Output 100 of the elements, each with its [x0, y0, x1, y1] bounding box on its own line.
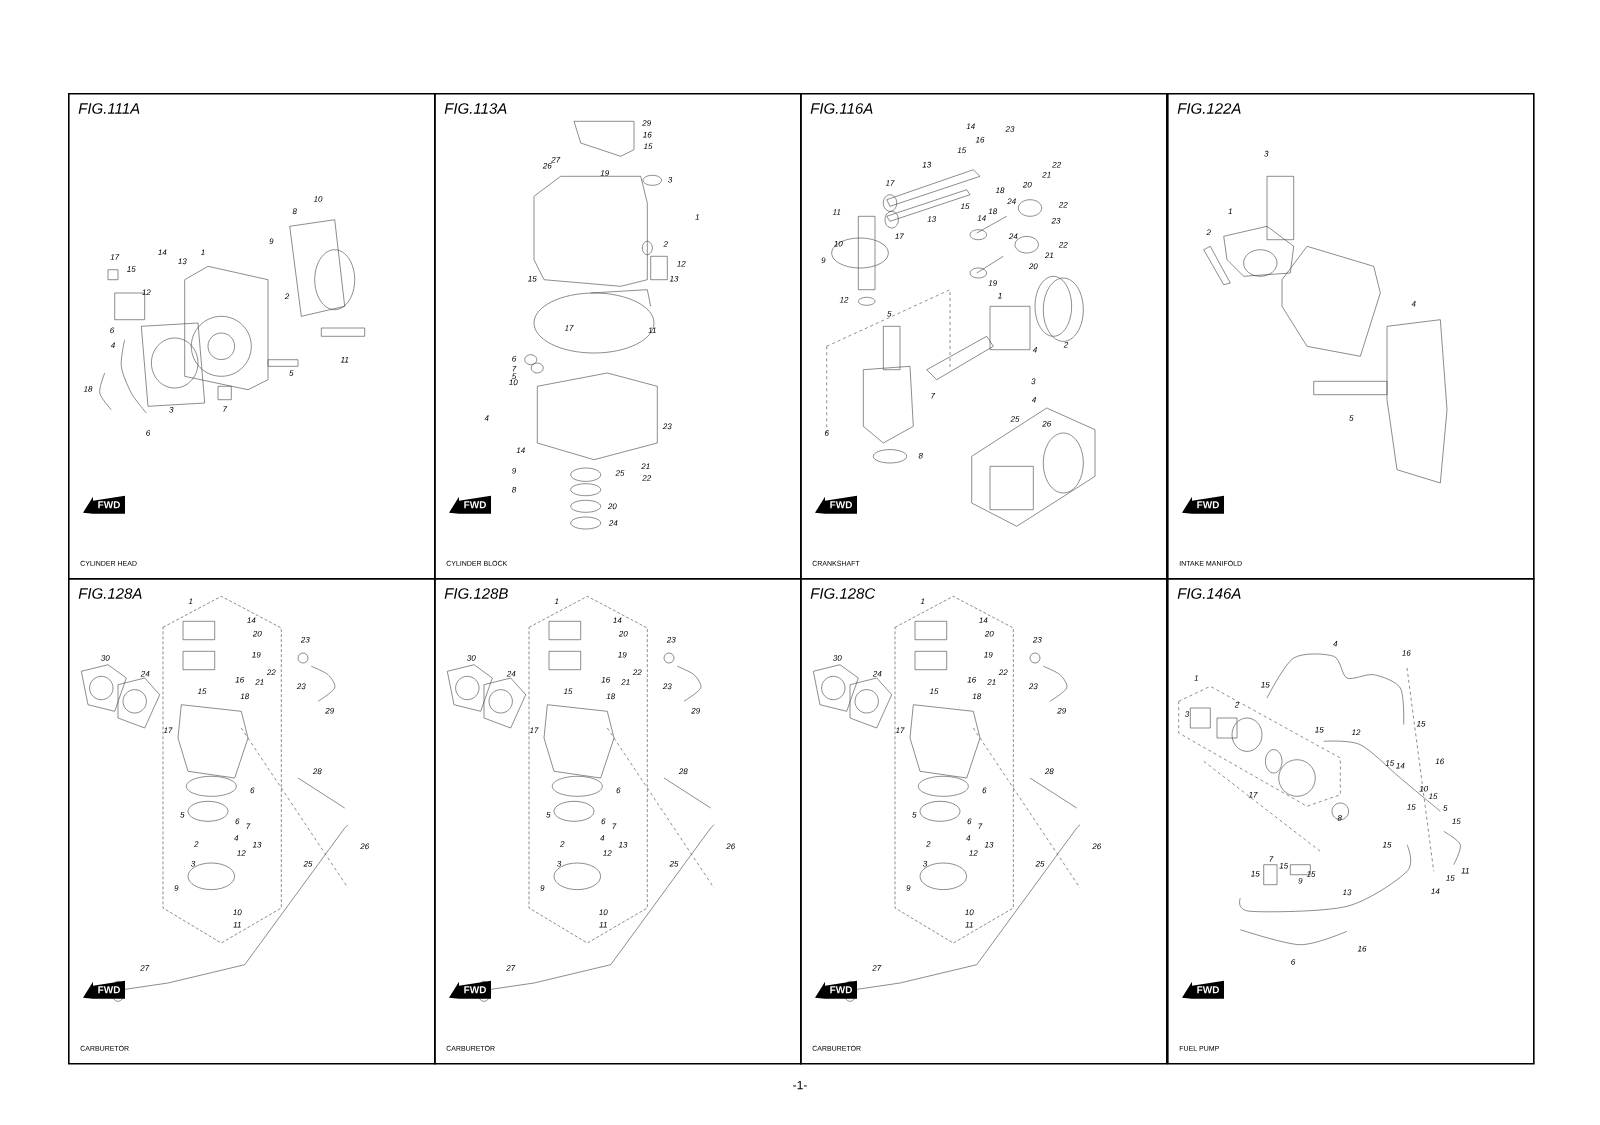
- callout-number: 15: [957, 147, 967, 154]
- callout-number: 20: [1022, 181, 1032, 188]
- callout-number: 5: [1349, 415, 1354, 421]
- callout-number: 2: [1234, 701, 1240, 708]
- callout-number: 2: [194, 841, 199, 847]
- callout-number: 6: [146, 430, 151, 436]
- callout-number: 15: [1446, 875, 1455, 881]
- callout-number: 8: [918, 452, 923, 459]
- callout-number: 6: [110, 327, 115, 334]
- callout-number: 15: [643, 143, 653, 150]
- callout-number: 4: [600, 835, 605, 841]
- callout-number: 12: [969, 850, 978, 856]
- callout-number: 18: [606, 693, 616, 700]
- callout-number: 16: [1435, 758, 1445, 765]
- callout-number: 27: [872, 965, 882, 971]
- callout-number: 25: [1035, 860, 1045, 867]
- callout-number: 6: [967, 818, 972, 825]
- callout-number: 7: [246, 823, 251, 830]
- callout-number: 5: [289, 370, 294, 376]
- callout-number: 17: [163, 727, 173, 734]
- callout-number: 10: [509, 379, 518, 386]
- callout-number: 5: [546, 811, 551, 818]
- callout-number: 9: [540, 885, 545, 891]
- callout-number: 27: [140, 965, 150, 971]
- callout-number: 13: [618, 841, 628, 848]
- callout-number: 14: [1431, 888, 1440, 895]
- callout-number: 30: [833, 655, 842, 661]
- callout-number: 30: [467, 655, 476, 661]
- callout-number: 7: [512, 365, 517, 372]
- callout-number: 17: [895, 233, 904, 240]
- callout-number: 4: [484, 415, 489, 421]
- callout-number: 18: [988, 208, 998, 215]
- callout-number: 2: [926, 841, 931, 847]
- callout-number: 19: [600, 170, 609, 176]
- callout-number: 17: [1248, 791, 1258, 798]
- callout-number: 17: [110, 254, 120, 260]
- callout-number: 3: [923, 860, 928, 867]
- callout-number: 1: [554, 598, 559, 605]
- callout-number: 19: [618, 651, 627, 658]
- callout-number: 13: [178, 258, 187, 265]
- callout-number: 1: [920, 598, 925, 605]
- callout-number: 13: [1342, 889, 1352, 896]
- callout-number: 29: [325, 707, 334, 714]
- callout-number: 12: [1351, 729, 1361, 736]
- callout-number: 14: [247, 617, 256, 624]
- callout-number: 18: [972, 693, 982, 700]
- callout-number: 15: [1428, 793, 1438, 800]
- callout-number: 25: [1010, 416, 1020, 422]
- callout-number: 28: [1044, 768, 1054, 775]
- callout-number: 8: [512, 486, 517, 493]
- callout-number: 12: [603, 850, 612, 856]
- callout-number: 22: [1058, 241, 1068, 248]
- callout-number: 20: [607, 503, 617, 510]
- callout-number: 3: [169, 406, 174, 413]
- callout-number: 19: [252, 651, 261, 658]
- callout-number: 6: [250, 787, 255, 794]
- callout-number: 15: [1385, 760, 1395, 766]
- callout-number: 12: [142, 289, 151, 296]
- callout-number: 26: [1092, 843, 1102, 850]
- callout-number: 1: [201, 249, 205, 256]
- callout-number: 14: [966, 123, 975, 130]
- callout-number: 19: [984, 651, 993, 658]
- callout-number: 5: [180, 811, 185, 818]
- callout-number: 23: [1032, 636, 1042, 643]
- callout-number: 10: [1419, 785, 1429, 792]
- callout-number: 9: [174, 885, 179, 891]
- callout-number: 15: [197, 688, 207, 695]
- callout-number: 13: [927, 216, 937, 222]
- callout-number: 28: [312, 768, 322, 775]
- callout-number: 10: [233, 909, 242, 916]
- callout-number: 13: [252, 841, 262, 848]
- callout-number: 14: [158, 249, 167, 256]
- callout-number: 26: [726, 843, 736, 850]
- page-number: -1-: [793, 1080, 807, 1090]
- callout-number: 1: [998, 292, 1002, 299]
- callout-number: 25: [669, 860, 679, 867]
- callout-number: 21: [987, 679, 996, 685]
- callout-number: 11: [1461, 867, 1469, 874]
- callout-number: 4: [966, 835, 971, 841]
- callout-number: 9: [906, 885, 911, 891]
- callout-number: 5: [1443, 805, 1448, 811]
- callout-number: 4: [110, 342, 115, 349]
- callout-number: 29: [691, 707, 700, 714]
- callout-number: 9: [512, 467, 517, 474]
- callout-number: 5: [912, 811, 917, 818]
- callout-number: 23: [1005, 126, 1015, 132]
- callout-number: 21: [1042, 171, 1051, 178]
- callout-number: 4: [234, 835, 239, 841]
- callout-number: 6: [1291, 959, 1296, 965]
- callout-number: 18: [83, 386, 93, 392]
- callout-number: 20: [618, 630, 628, 637]
- callout-number: 3: [667, 176, 673, 183]
- callout-number: 20: [252, 630, 262, 637]
- callout-number: 9: [821, 257, 826, 264]
- callout-number: 21: [1044, 252, 1054, 259]
- callout-number: 12: [237, 850, 246, 856]
- callout-number: 23: [666, 636, 676, 643]
- callout-number: 18: [995, 187, 1005, 194]
- callout-number: 10: [834, 240, 843, 247]
- callout-number: 1: [695, 214, 699, 220]
